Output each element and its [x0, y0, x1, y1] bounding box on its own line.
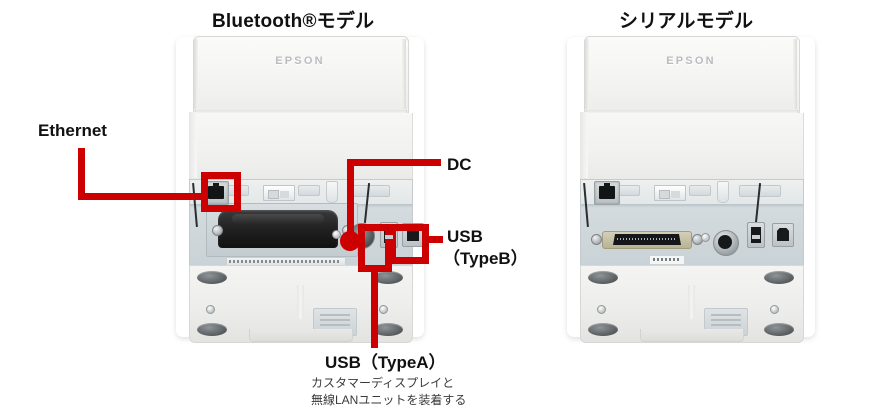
chassis-screw-br: [379, 305, 388, 314]
serial-port-dsub25[interactable]: [602, 231, 692, 249]
lid-hinge-right: [793, 39, 797, 109]
chassis-notch: [640, 329, 744, 342]
callout-label-dc: DC: [447, 155, 472, 174]
foot-top-right: [373, 271, 403, 284]
dc-jack[interactable]: [713, 230, 739, 256]
callout-leader-usb-typea-vertical: [371, 268, 378, 348]
callout-label-ethernet: Ethernet: [38, 121, 107, 140]
callout-leader-ethernet-horizontal: [78, 193, 206, 200]
cover-latch-tab: [326, 181, 338, 203]
callout-label-usb-typeb-line1: USB: [447, 227, 483, 246]
recess-lip: [581, 204, 803, 208]
printer-photo-serial: EPSON: [561, 33, 821, 343]
callout-label-usb-typea: USB（TypeA）: [325, 353, 446, 372]
printer-title-serial: シリアルモデル: [619, 11, 754, 32]
usb-typeb-port[interactable]: [772, 223, 794, 247]
serial-screw-left: [591, 234, 602, 245]
drawer-kick-connector: [263, 185, 295, 201]
paper-cover-lid: [584, 36, 800, 116]
lid-hinge-left: [194, 39, 198, 109]
foot-top-left: [197, 271, 227, 284]
printer-title-bluetooth: Bluetooth®モデル: [212, 11, 375, 32]
callout-sub-usb-typea-line2: 無線LANユニットを装着する: [311, 393, 467, 407]
foot-bottom-left: [588, 323, 618, 336]
module-screw-left: [212, 225, 223, 236]
callout-box-usb-typeb: [389, 224, 429, 264]
ratings-label: [649, 255, 685, 265]
panel-screw-mid: [701, 233, 710, 242]
shelf-slot-mid: [298, 185, 320, 196]
callout-leader-usb-typeb-horizontal: [425, 236, 443, 243]
printer-body-upper: [580, 112, 804, 180]
callout-leader-dc-vertical: [347, 159, 354, 241]
usb-typea-port[interactable]: [747, 222, 765, 248]
epson-logo: EPSON: [666, 55, 716, 67]
chassis-center-ridge: [297, 285, 304, 319]
callout-leader-ethernet-vertical: [78, 148, 85, 200]
foot-bottom-left: [197, 323, 227, 336]
chassis-center-ridge: [688, 285, 695, 319]
chassis-screw-br: [770, 305, 779, 314]
ethernet-port[interactable]: [594, 181, 620, 205]
foot-bottom-right: [764, 323, 794, 336]
callout-box-ethernet: [201, 172, 241, 212]
chassis-notch: [249, 329, 353, 342]
foot-bottom-right: [373, 323, 403, 336]
callout-dot-dc: [340, 231, 360, 251]
foot-top-right: [764, 271, 794, 284]
foot-top-left: [588, 271, 618, 284]
chassis-screw-bl: [597, 305, 606, 314]
lid-hinge-left: [585, 39, 589, 109]
lid-seam: [586, 110, 798, 113]
bluetooth-module: [218, 210, 338, 248]
printer-body-upper: [189, 112, 413, 180]
panel-screw-mid: [332, 230, 341, 239]
callout-sub-usb-typea-line1: カスタマーディスプレイと: [311, 376, 455, 390]
epson-logo: EPSON: [275, 55, 325, 67]
chassis-screw-bl: [206, 305, 215, 314]
callout-box-usb-typea: [358, 224, 392, 272]
drawer-kick-connector: [654, 185, 686, 201]
shelf-slot-mid: [689, 185, 711, 196]
cover-latch-tab: [717, 181, 729, 203]
paper-cover-lid: [193, 36, 409, 116]
callout-label-usb-typeb-line2: （TypeB）: [443, 249, 528, 268]
lid-seam: [195, 110, 407, 113]
callout-leader-dc-horizontal: [347, 159, 441, 166]
lid-hinge-right: [402, 39, 406, 109]
